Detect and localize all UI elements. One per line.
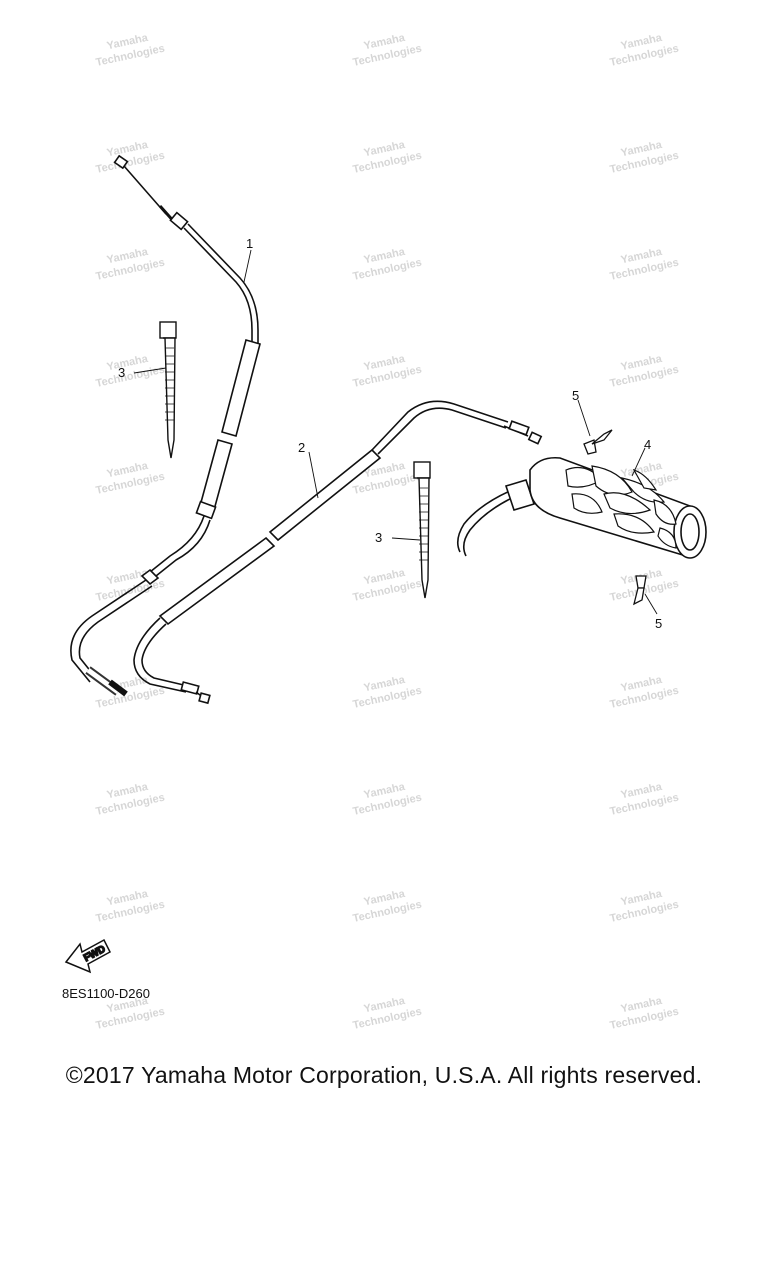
watermark: YamahaTechnologies bbox=[92, 885, 166, 925]
watermark: YamahaTechnologies bbox=[349, 671, 423, 711]
callout-2: 2 bbox=[298, 440, 305, 455]
watermark: YamahaTechnologies bbox=[606, 350, 680, 390]
watermark: YamahaTechnologies bbox=[92, 564, 166, 604]
pin-bottom bbox=[633, 575, 647, 606]
watermark: YamahaTechnologies bbox=[606, 671, 680, 711]
cable-1 bbox=[70, 154, 261, 697]
watermark: YamahaTechnologies bbox=[606, 29, 680, 69]
watermark: YamahaTechnologies bbox=[349, 243, 423, 283]
watermark: YamahaTechnologies bbox=[349, 885, 423, 925]
callout-3-left: 3 bbox=[118, 365, 125, 380]
cable-tie-center bbox=[413, 461, 431, 599]
watermark: YamahaTechnologies bbox=[349, 778, 423, 818]
watermark: YamahaTechnologies bbox=[92, 29, 166, 69]
cable-tie-left bbox=[159, 321, 177, 459]
callout-3-center: 3 bbox=[375, 530, 382, 545]
watermark: YamahaTechnologies bbox=[606, 136, 680, 176]
watermark: YamahaTechnologies bbox=[92, 778, 166, 818]
fwd-arrow-icon: FWD bbox=[64, 938, 111, 974]
callout-4: 4 bbox=[644, 437, 651, 452]
watermark: YamahaTechnologies bbox=[606, 778, 680, 818]
part-code: 8ES1100-D260 bbox=[62, 986, 150, 1001]
watermark: YamahaTechnologies bbox=[349, 136, 423, 176]
watermark: YamahaTechnologies bbox=[92, 457, 166, 497]
watermark: YamahaTechnologies bbox=[349, 350, 423, 390]
watermark: YamahaTechnologies bbox=[349, 29, 423, 69]
watermark: YamahaTechnologies bbox=[349, 992, 423, 1032]
watermark: YamahaTechnologies bbox=[606, 992, 680, 1032]
callout-5-top: 5 bbox=[572, 388, 579, 403]
watermark: YamahaTechnologies bbox=[349, 564, 423, 604]
watermark-layer: YamahaTechnologiesYamahaTechnologiesYama… bbox=[92, 29, 680, 1032]
watermark: YamahaTechnologies bbox=[92, 136, 166, 176]
callout-5-bottom: 5 bbox=[655, 616, 662, 631]
leader-lines bbox=[133, 249, 658, 615]
watermark: YamahaTechnologies bbox=[606, 885, 680, 925]
copyright-notice: ©2017 Yamaha Motor Corporation, U.S.A. A… bbox=[65, 1062, 703, 1088]
cable-2 bbox=[133, 400, 543, 705]
watermark: YamahaTechnologies bbox=[92, 243, 166, 283]
pin-top bbox=[583, 429, 613, 455]
watermark: YamahaTechnologies bbox=[606, 243, 680, 283]
grip-heater bbox=[456, 456, 707, 559]
callout-1: 1 bbox=[246, 236, 253, 251]
